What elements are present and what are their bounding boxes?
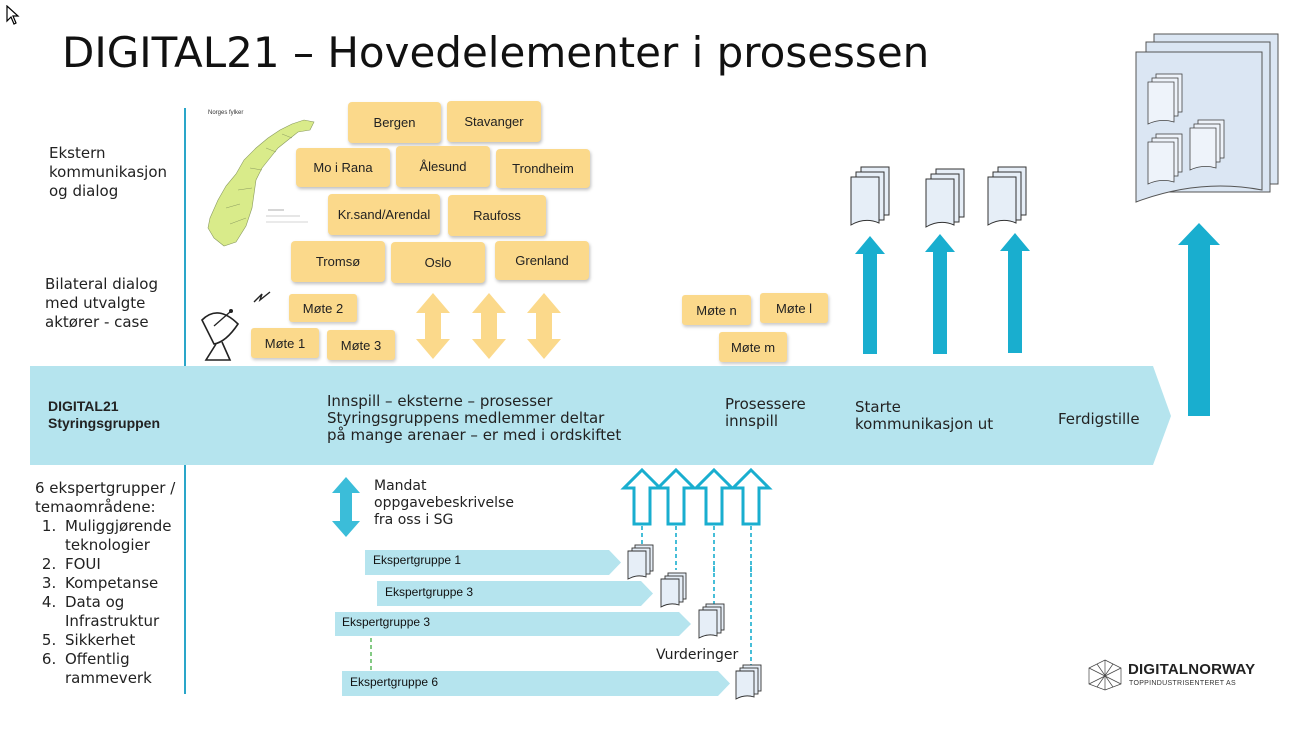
up-arrow-icon-1 (855, 236, 885, 354)
ekspertgrupper-list: 6 ekspertgrupper / temaområdene: Muliggj… (35, 479, 183, 688)
double-arrow-icon-1 (416, 293, 450, 359)
digitalnorway-logo: DIGITALNORWAY TOPPINDUSTRISENTERET AS (1085, 658, 1257, 692)
meeting-box-3: Møte 3 (327, 330, 395, 360)
dashed-connectors-lower (713, 566, 752, 666)
logo-sub: TOPPINDUSTRISENTERET AS (1129, 680, 1236, 687)
mouse-cursor-icon (6, 5, 20, 25)
mandat-double-arrow-icon (332, 477, 360, 537)
meeting-box-m: Møte m (719, 332, 787, 362)
ekspertgruppe-arrow-1 (365, 550, 621, 575)
up-arrow-icon-3 (1000, 233, 1030, 353)
meeting-box-1: Møte 1 (251, 328, 319, 358)
ekspertgruppe-label-2: Ekspertgruppe 3 (385, 585, 474, 599)
vurderinger-label: Vurderinger (656, 647, 739, 663)
ekspertgruppe-label-1: Ekspertgruppe 1 (373, 553, 462, 567)
logo-network-icon (1088, 659, 1122, 691)
city-box-grenland: Grenland (495, 241, 589, 280)
city-box-kr-sand-arendal: Kr.sand/Arendal (328, 194, 440, 235)
meeting-box-n: Møte n (682, 295, 751, 325)
ekspertgruppe-label-3: Ekspertgruppe 3 (342, 615, 431, 629)
city-box-oslo: Oslo (391, 242, 485, 283)
ekspert-item-1: Muliggjørende teknologier (61, 517, 183, 555)
ferdigstille-text: Ferdigstille (1058, 410, 1140, 428)
map-title: Norges fylker (208, 110, 244, 116)
city-box-mo-i-rana: Mo i Rana (296, 148, 390, 187)
ekspert-item-3: Kompetanse (61, 574, 183, 593)
ekspertgruppe-arrow-6 (342, 671, 730, 696)
ekspert-item-6: Offentlig rammeverk (61, 650, 183, 688)
ekspertgruppe-arrow-2 (377, 581, 653, 606)
city-box-alesund: Ålesund (396, 146, 490, 187)
ekspert-item-4: Data og Infrastruktur (61, 593, 183, 631)
meeting-box-l: Møte l (760, 293, 828, 323)
logo-name: DIGITALNORWAY (1128, 661, 1256, 678)
norway-map: Norges fylker (200, 108, 320, 248)
dashed-connector-green (370, 638, 372, 670)
ekspertgruppe-label-6: Ekspertgruppe 6 (350, 675, 439, 689)
process-band-arrow (30, 366, 1171, 465)
city-box-raufoss: Raufoss (448, 195, 546, 236)
ekspert-item-5: Sikkerhet (61, 631, 183, 650)
document-stack-icon-3 (987, 166, 1027, 226)
doc-stack-small-4 (735, 664, 762, 700)
city-box-stavanger: Stavanger (447, 101, 541, 142)
ekspertgruppe-arrow-3 (335, 612, 691, 636)
city-box-bergen: Bergen (348, 102, 441, 143)
city-box-trondheim: Trondheim (496, 149, 590, 188)
up-arrow-icon-2 (925, 234, 955, 354)
doc-stack-small-2 (660, 572, 687, 608)
doc-stack-small-3 (698, 603, 725, 639)
ekspert-item-2: FOUI (61, 555, 183, 574)
satellite-dish-icon (201, 291, 271, 361)
city-box-tromso: Tromsø (291, 241, 385, 282)
final-report-icon (1135, 33, 1279, 203)
double-arrow-icon-3 (527, 293, 561, 359)
up-arrow-icon-final (1178, 223, 1220, 416)
document-stack-icon-1 (850, 166, 890, 226)
document-stack-icon-2 (925, 168, 965, 228)
doc-stack-small-1 (627, 544, 654, 580)
meeting-box-2: Møte 2 (289, 294, 357, 322)
page-title: DIGITAL21 – Hovedelementer i prosessen (62, 28, 930, 77)
hollow-up-arrows (620, 467, 773, 572)
double-arrow-icon-2 (472, 293, 506, 359)
